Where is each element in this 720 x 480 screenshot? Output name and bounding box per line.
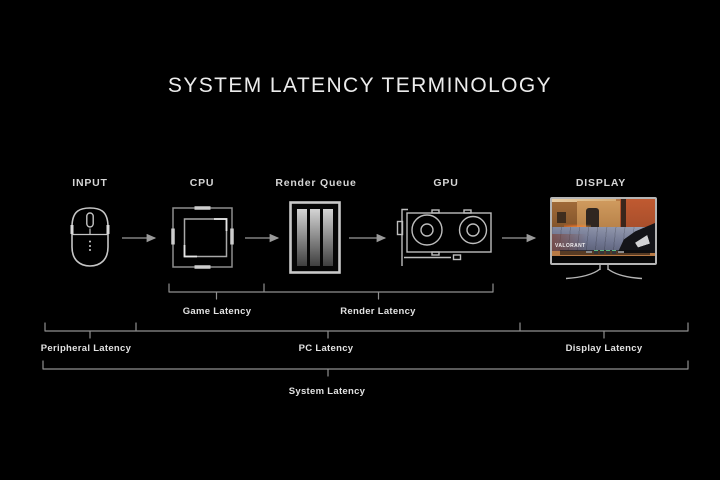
label-pc-latency: PC Latency [298, 343, 354, 354]
monitor-bezel: VALORANT [550, 197, 657, 265]
stage-label-input: INPUT [72, 177, 108, 189]
mouse-icon [68, 205, 112, 274]
game-screenshot: VALORANT [552, 199, 655, 256]
game-window [557, 211, 567, 223]
latency-brackets [42, 283, 689, 377]
hud-text-dash [618, 251, 625, 253]
render-queue-icon [289, 201, 341, 279]
bracket-row2 [44, 322, 689, 339]
label-display-latency: Display Latency [565, 343, 643, 354]
page-title: SYSTEM LATENCY TERMINOLOGY [167, 74, 553, 97]
monitor-stand [565, 265, 643, 280]
hud-player-icon [594, 249, 599, 255]
hud-player-icon [612, 249, 617, 255]
stage-label-render-queue: Render Queue [275, 177, 357, 189]
label-system-latency: System Latency [288, 386, 366, 397]
hud-text-dash [586, 251, 593, 253]
gpu-card-icon [396, 206, 496, 275]
stage-label-cpu: CPU [189, 177, 215, 189]
cpu-chip-icon [170, 205, 235, 275]
stage-label-display: DISPLAY [575, 177, 627, 189]
label-game-latency: Game Latency [182, 306, 252, 317]
label-render-latency: Render Latency [340, 306, 416, 317]
game-beam [621, 199, 627, 242]
stage-label-gpu: GPU [433, 177, 459, 189]
game-logo: VALORANT [555, 243, 586, 249]
bracket-row3 [42, 360, 689, 377]
bracket-row1 [168, 283, 494, 300]
hud-player-icon [606, 249, 611, 255]
label-peripheral-latency: Peripheral Latency [40, 343, 132, 354]
game-hud-bar [560, 249, 650, 255]
hud-player-icon [600, 249, 605, 255]
monitor-icon: VALORANT [548, 195, 660, 287]
game-floor-shade [552, 233, 594, 251]
